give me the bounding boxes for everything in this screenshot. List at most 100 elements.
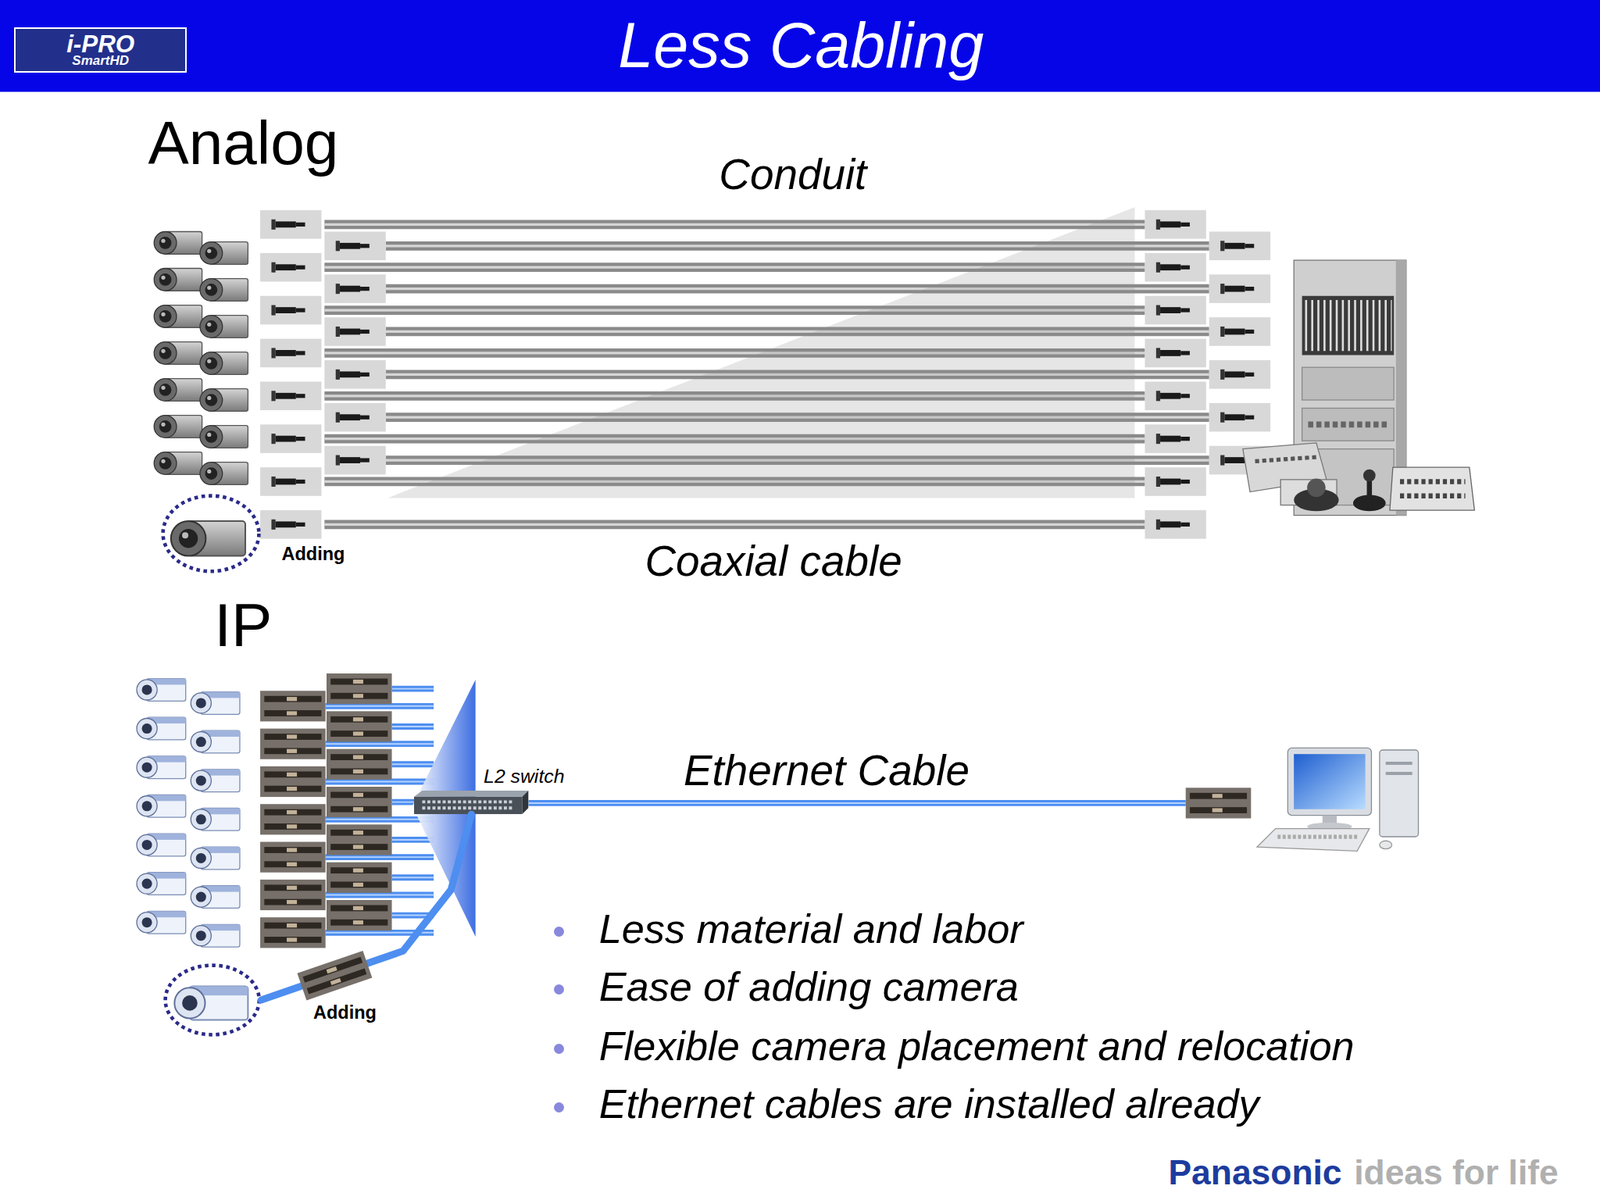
analog-camera <box>200 425 248 449</box>
coupler-latch <box>326 966 338 974</box>
bullet-point: Flexible camera placement and relocation <box>599 1022 1355 1070</box>
rack-panel <box>1302 367 1395 400</box>
switch-front <box>414 796 522 815</box>
switch-top <box>414 790 529 797</box>
analog-camera <box>200 462 248 486</box>
section-heading: IP <box>214 589 272 661</box>
ip-camera <box>136 872 186 896</box>
keyboard-keys <box>1255 457 1317 461</box>
node-text: SmartHD <box>14 53 187 69</box>
ip-camera <box>136 678 186 702</box>
analog-camera <box>200 389 248 412</box>
ip-camera <box>190 924 240 947</box>
pc-monitor <box>1287 747 1372 815</box>
bullet-dot <box>553 926 565 937</box>
analog-camera <box>200 278 248 302</box>
ethernet-cable <box>260 814 472 1000</box>
ip-camera <box>136 717 186 740</box>
analog-camera <box>153 342 202 365</box>
switch-ports <box>422 800 513 804</box>
ip-camera <box>190 807 240 831</box>
cable-caption: Conduit <box>718 150 867 200</box>
joystick-dome <box>1307 478 1326 498</box>
added-camera-ring: Adding <box>163 963 261 1037</box>
rack-ports <box>1307 421 1388 428</box>
ip-camera <box>174 985 248 1020</box>
keyboard-keys <box>1277 834 1358 839</box>
rack-slots <box>1305 300 1393 351</box>
analog-camera <box>171 521 246 557</box>
node-text: Adding <box>313 1002 377 1024</box>
pc-keyboard <box>1257 828 1370 852</box>
switch-body <box>414 790 529 815</box>
ip-camera <box>136 910 186 934</box>
brand-name: Panasonic <box>1168 1152 1343 1193</box>
ip-camera <box>136 794 186 818</box>
keypad-keys <box>1400 478 1466 485</box>
analog-camera <box>200 315 248 339</box>
slide-title: Less Cabling <box>617 9 984 83</box>
logo-badge: i-PROSmartHD <box>14 27 187 72</box>
connector-column <box>326 673 393 931</box>
analog-camera <box>200 242 248 265</box>
analog-camera <box>153 268 202 292</box>
bullet-dot <box>553 1043 565 1054</box>
bullet-point: Less material and labor <box>599 905 1024 953</box>
analog-camera <box>153 305 202 329</box>
rack-cards <box>1302 296 1395 356</box>
bullet-point: Ease of adding camera <box>599 963 1019 1011</box>
connector-column <box>1144 210 1206 540</box>
l2-switch: L2 switch <box>414 790 529 815</box>
connector-column <box>1209 231 1271 475</box>
ip-camera <box>190 692 240 715</box>
rj45-coupler <box>296 950 372 1000</box>
coupler-plug <box>307 968 368 995</box>
ethernet-cable <box>528 800 1186 807</box>
drive-bay <box>1385 761 1413 765</box>
ip-camera <box>190 885 240 909</box>
control-keypad <box>1389 467 1475 511</box>
cable-highlight <box>528 802 1186 804</box>
monitor-screen <box>1293 753 1365 810</box>
title-bar <box>0 0 1600 93</box>
connector-column <box>260 210 322 540</box>
analog-camera <box>153 231 202 254</box>
dashed-ring <box>160 493 261 574</box>
bullet-dot <box>553 984 565 995</box>
ip-camera <box>136 833 186 857</box>
dashed-ring <box>165 965 260 1036</box>
rack-panel <box>1302 407 1395 441</box>
drive-bay <box>1385 771 1413 775</box>
bullet-dot <box>553 1102 565 1113</box>
pc-tower <box>1379 750 1419 837</box>
ip-camera <box>190 846 240 870</box>
analog-camera <box>153 378 202 402</box>
ip-camera <box>136 756 186 779</box>
analog-camera <box>153 415 202 439</box>
rj45-coupler <box>1185 787 1252 818</box>
joystick-knob <box>1363 469 1376 483</box>
pc-mouse <box>1379 840 1393 849</box>
coupler-latch <box>330 978 342 986</box>
cable-caption: Coaxial cable <box>644 536 902 586</box>
switch-ports <box>422 806 513 810</box>
node-text: L2 switch <box>483 765 565 789</box>
coupler-body <box>296 950 372 1000</box>
dashed-ring <box>163 496 260 572</box>
connector-column <box>324 231 386 475</box>
connector-column <box>260 690 326 948</box>
ip-camera <box>190 769 240 793</box>
switch-side <box>522 790 529 815</box>
added-camera-ring: Adding <box>160 493 261 574</box>
keypad-keys <box>1400 493 1466 500</box>
ip-camera <box>190 730 240 754</box>
bullet-point: Ethernet cables are installed already <box>599 1080 1260 1128</box>
node-text: Adding <box>281 543 345 565</box>
brand-slogan: ideas for life <box>1353 1152 1559 1193</box>
cable-caption: Ethernet Cable <box>683 746 970 796</box>
analog-camera <box>153 452 202 475</box>
dashed-ring <box>163 963 261 1037</box>
section-heading: Analog <box>147 107 339 179</box>
coupler-plug <box>303 957 364 983</box>
